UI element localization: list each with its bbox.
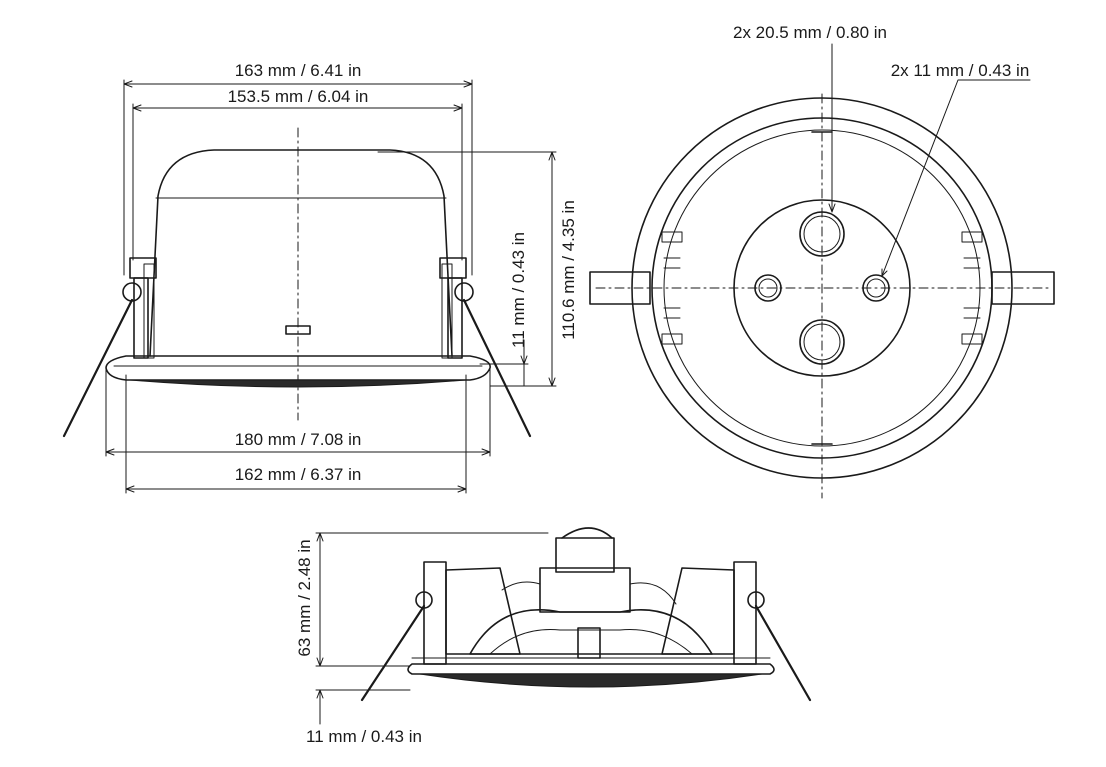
dim-flange-width: 180 mm / 7.08 in	[235, 430, 362, 449]
callout-small-holes: 2x 11 mm / 0.43 in	[891, 61, 1030, 80]
side-view: 163 mm / 6.41 in 153.5 mm / 6.04 in 180 …	[62, 61, 578, 494]
side-view-labels: 163 mm / 6.41 in 153.5 mm / 6.04 in 180 …	[228, 61, 578, 484]
dimension-lines	[105, 79, 557, 494]
speaker-body-side	[62, 127, 532, 438]
dim-inner-top-width: 153.5 mm / 6.04 in	[228, 87, 369, 106]
dim-flange-height: 11 mm / 0.43 in	[509, 232, 528, 348]
top-view: 2x 20.5 mm / 0.80 in 2x 11 mm / 0.43 in	[589, 23, 1055, 499]
dim-outer-top-width: 163 mm / 6.41 in	[235, 61, 362, 80]
dim-total-height: 110.6 mm / 4.35 in	[559, 200, 578, 340]
mounting-holes	[754, 211, 890, 365]
callout-large-holes: 2x 20.5 mm / 0.80 in	[733, 23, 887, 42]
dim-bottom-height: 63 mm / 2.48 in	[295, 539, 314, 656]
bottom-view: 63 mm / 2.48 in 11 mm / 0.43 in	[295, 527, 812, 746]
dim-bottom-flange: 11 mm / 0.43 in	[306, 727, 422, 746]
dim-cutout-width: 162 mm / 6.37 in	[235, 465, 362, 484]
